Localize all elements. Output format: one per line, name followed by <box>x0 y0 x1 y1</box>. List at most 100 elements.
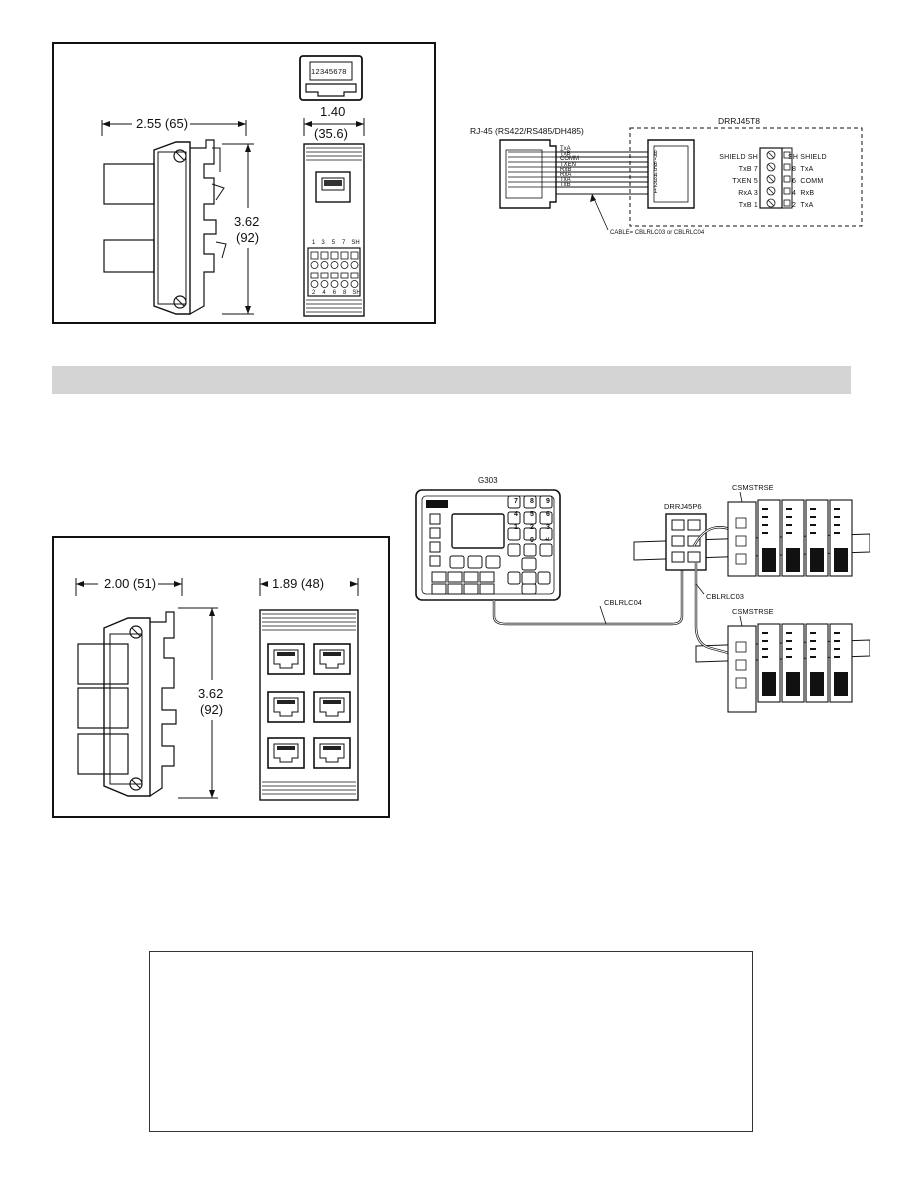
drrj45p6-dimension-panel: 2.00 (51) 1.89 (48) 3.62 (92) <box>52 536 390 818</box>
t8-depth-mm-label: (35.6) <box>314 126 348 141</box>
terminal-num: 2 <box>792 202 797 209</box>
cblrlc03-label: CBLRLC03 <box>706 592 744 601</box>
p6-height-mm-label: (92) <box>200 702 224 717</box>
terminal-num: 1 <box>312 240 316 246</box>
jack-pin-numbers: 12345678 <box>311 67 347 76</box>
right-terminal-row: 2 TxA <box>788 200 858 212</box>
pin-number: 7 <box>654 156 658 163</box>
terminal-signal: TxB <box>738 166 752 173</box>
terminal-num: 2 <box>312 290 316 296</box>
terminal-signal: TxA <box>800 166 814 173</box>
wire-label: COMM <box>560 156 579 163</box>
terminal-num: SH <box>788 154 799 161</box>
wiring-drawing <box>499 127 863 231</box>
keypad: 7 8 9 4 5 6 1 2 3 - 0 +/- <box>508 498 554 544</box>
terminal-num: 7 <box>753 166 758 173</box>
key-1[interactable]: 1 <box>514 524 518 531</box>
key-9[interactable]: 9 <box>546 498 550 505</box>
t8-width-label: 2.55 (65) <box>136 116 189 131</box>
t8-depth-label: 1.40 <box>320 104 346 119</box>
terminal-top-numbers: 1 3 5 7 SH <box>312 240 360 246</box>
key-8[interactable]: 8 <box>530 498 534 505</box>
key-3[interactable]: 3 <box>546 524 550 531</box>
pin-number: 6 <box>654 161 658 168</box>
left-terminal-row: TxB 7 <box>702 164 758 176</box>
wire-label: TxA <box>560 177 571 184</box>
terminal-num: SH <box>352 290 361 296</box>
wire-label: TXEN <box>560 161 577 168</box>
bottom-info-box <box>149 951 753 1132</box>
terminal-signal: RxA <box>738 190 752 197</box>
t8-height-mm-label: (92) <box>236 230 260 245</box>
terminal-num: 7 <box>342 240 346 246</box>
left-terminal-row: TXEN 5 <box>702 176 758 188</box>
terminal-num: 5 <box>331 240 336 246</box>
right-terminal-row: 4 RxB <box>788 188 858 200</box>
rj45-source-title: RJ-45 (RS422/RS485/DH485) <box>470 126 584 136</box>
key-plus-minus[interactable]: +/- <box>545 537 551 543</box>
p6-depth-label: 1.89 (48) <box>272 576 325 591</box>
terminal-num: SH <box>747 154 758 161</box>
terminal-num: 4 <box>322 290 326 296</box>
wiring-diagram: RJ-45 (RS422/RS485/DH485) DRRJ45T8 CABLE… <box>468 110 868 250</box>
section-header-band <box>52 366 851 394</box>
key-5[interactable]: 5 <box>530 511 534 518</box>
pin-number: 3 <box>654 178 658 185</box>
terminal-num: 6 <box>332 290 337 296</box>
right-terminal-row: 6 COMM <box>788 176 858 188</box>
wire-label: RxB <box>560 166 572 173</box>
terminal-signal: TxA <box>800 202 814 209</box>
terminal-signal: COMM <box>800 178 824 185</box>
t8-height-label: 3.62 <box>234 214 260 229</box>
right-terminal-row: SH SHIELD <box>788 152 858 164</box>
drrj45p6-label: DRRJ45P6 <box>664 502 702 511</box>
pin-number: 2 <box>654 183 658 190</box>
terminal-num: 3 <box>753 190 758 197</box>
drrj45t8-dimension-panel: 2.55 (65) 3.62 (92) 1.40 (35.6) 12345678… <box>52 42 436 324</box>
left-terminal-row: SHIELD SH <box>702 152 758 164</box>
key-minus[interactable]: - <box>514 537 518 544</box>
terminal-signal: SHIELD <box>800 154 827 161</box>
key-4[interactable]: 4 <box>514 511 518 518</box>
wire-label: RxA <box>560 172 572 179</box>
wire-label: TxB <box>560 182 571 189</box>
drrj45t8-title: DRRJ45T8 <box>718 116 761 126</box>
terminal-num: SH <box>351 240 360 246</box>
terminal-num: 1 <box>753 202 758 209</box>
right-terminal-row: 8 TxA <box>788 164 858 176</box>
left-terminal-labels: SHIELD SH TxB 7 TXEN 5 RxA 3 TxB 1 <box>702 152 758 212</box>
pin-number: 4 <box>654 172 658 179</box>
terminal-signal: SHIELD <box>719 154 746 161</box>
wire-labels: TxA TxB COMM TXEN RxB RxA TxA TxB <box>560 146 579 189</box>
g303-label: G303 <box>478 476 498 485</box>
key-6[interactable]: 6 <box>546 511 550 518</box>
terminal-num: 3 <box>321 240 325 246</box>
system-diagram: 7 8 9 4 5 6 1 2 3 - 0 +/- G303 DRRJ45P6 … <box>410 476 870 724</box>
wire-label: TxB <box>560 151 571 158</box>
pin-number: 1 <box>654 188 658 195</box>
key-2[interactable]: 2 <box>530 524 534 531</box>
drrj45t8-drawing <box>101 55 365 317</box>
terminal-signal: TXEN <box>732 178 752 185</box>
terminal-signal: RxB <box>800 190 815 197</box>
system-drawing <box>415 489 870 713</box>
key-0[interactable]: 0 <box>530 537 534 544</box>
p6-width-label: 2.00 (51) <box>104 576 157 591</box>
terminal-bottom-numbers: 2 4 6 8 SH <box>312 290 361 296</box>
pin-numbers: 8 7 6 5 4 3 2 1 <box>654 151 658 195</box>
left-terminal-row: TxB 1 <box>702 200 758 212</box>
terminal-num: 5 <box>753 178 758 185</box>
cblrlc04-label: CBLRLC04 <box>604 598 642 607</box>
p6-height-label: 3.62 <box>198 686 224 701</box>
terminal-num: 4 <box>792 190 797 197</box>
pin-number: 8 <box>654 151 658 157</box>
wire-label: TxA <box>560 146 571 152</box>
terminal-num: 6 <box>792 178 797 185</box>
drrj45p6-drawing <box>75 578 359 801</box>
key-7[interactable]: 7 <box>514 498 518 505</box>
terminal-num: 8 <box>343 290 347 296</box>
pin-number: 5 <box>654 167 658 174</box>
cable-label: CABLE= CBLRLC03 or CBLRLC04 <box>610 230 705 236</box>
csmstrse-top-label: CSMSTRSE <box>732 483 774 492</box>
terminal-signal: TxB <box>738 202 752 209</box>
